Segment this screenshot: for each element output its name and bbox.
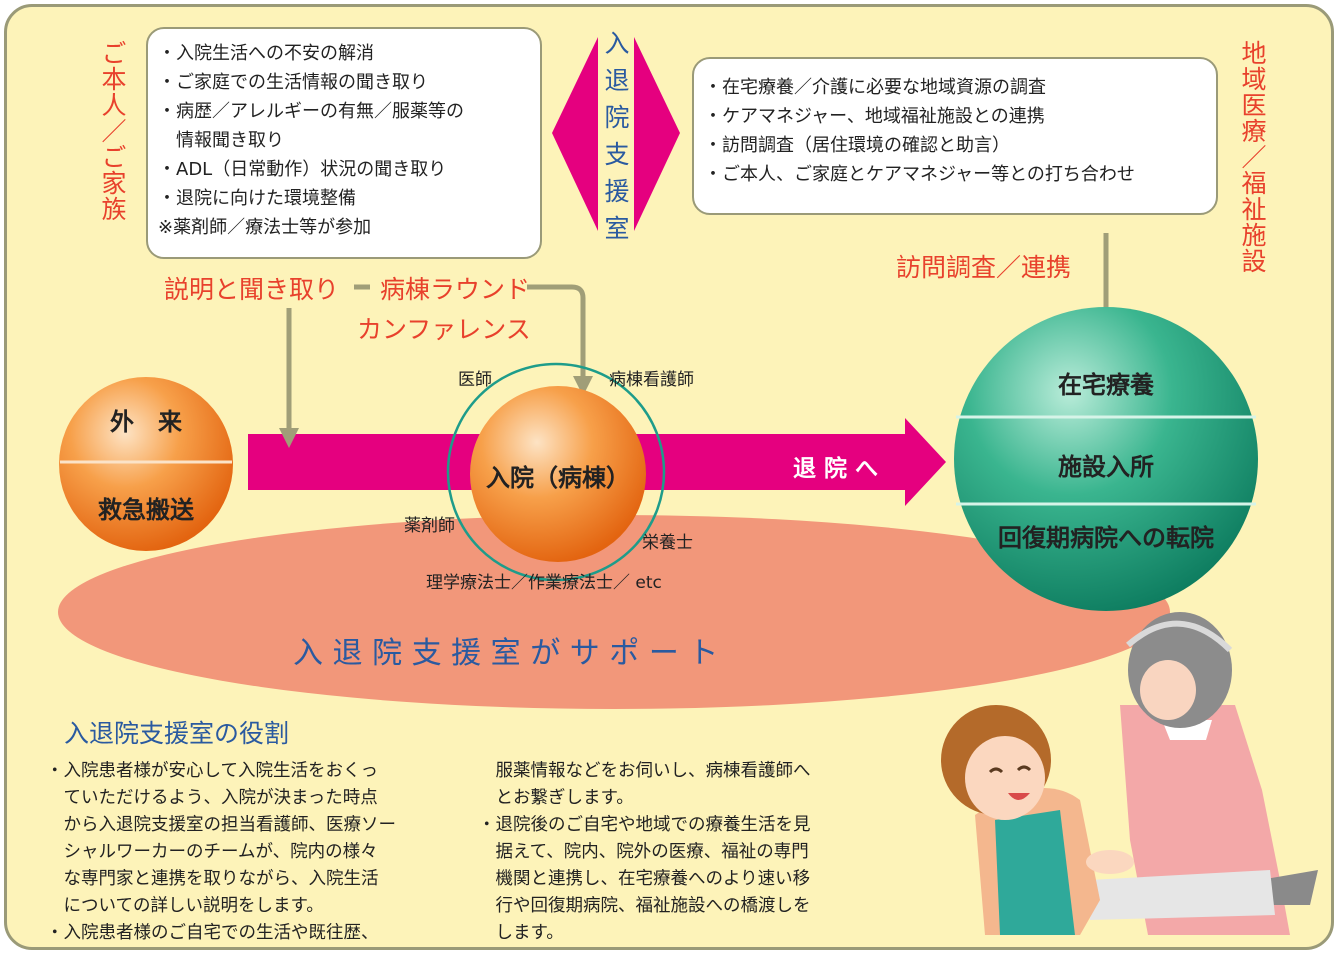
role-text-line: 機関と連携し、在宅療養へのより速い移	[478, 869, 811, 889]
roles-column-2: 服薬情報などをお伺いし、病棟看護師へ とお繋ぎします。・退院後のご自宅や地域での…	[478, 758, 811, 947]
outcome-rehab-hospital: 回復期病院への転院	[998, 524, 1214, 552]
ward-label: 入院（病棟）	[486, 464, 630, 492]
emergency-label: 救急搬送	[98, 496, 194, 524]
outpatient-label: 外 来	[110, 408, 182, 436]
support-ellipse	[58, 515, 1170, 709]
community-info-item: ・ケアマネジャー、地域福祉施設との連携	[704, 106, 1045, 127]
patient-info-item: ※薬剤師／療法士等が参加	[158, 217, 372, 238]
support-label: 入 退 院 支 援 室 が サ ポ ー ト	[293, 636, 719, 671]
explain-arrowhead	[279, 428, 299, 448]
pharmacist-label: 薬剤師	[404, 516, 455, 536]
right-arrowhead	[634, 37, 680, 231]
outcome-home-care: 在宅療養	[1058, 371, 1154, 399]
community-info-box: ・在宅療養／介護に必要な地域資源の調査・ケアマネジャー、地域福祉施設との連携・訪…	[692, 57, 1218, 215]
role-text-line: 行や回復期病院、福祉施設への橋渡しを	[478, 896, 811, 916]
nurse-and-patient-illustration	[941, 612, 1318, 935]
roles-heading: 入退院支援室の役割	[64, 719, 290, 748]
explain-label: 説明と聞き取り	[164, 275, 340, 304]
staff-orbit	[446, 362, 666, 582]
patient-info-item: ・病歴／アレルギーの有無／服薬等の	[158, 101, 464, 122]
patient-info-item: ・入院生活への不安の解消	[158, 43, 374, 64]
left-side-label: ご本人／ご家族	[98, 40, 127, 222]
role-text-line: についての詳しい説明をします。	[46, 896, 324, 916]
patient-info-box: ・入院生活への不安の解消・ご家庭での生活情報の聞き取り・病歴／アレルギーの有無／…	[146, 27, 542, 259]
role-text-line: とお繋ぎします。	[478, 788, 634, 808]
center-label: 入退院支援室	[601, 30, 630, 252]
patient-info-list: ・入院生活への不安の解消・ご家庭での生活情報の聞き取り・病歴／アレルギーの有無／…	[158, 39, 540, 242]
patient-info-item: 情報聞き取り	[158, 130, 284, 151]
role-text-line: します。	[478, 923, 564, 943]
role-text-line: な専門家と連携を取りながら、入院生活	[46, 869, 379, 889]
community-info-item: ・ご本人、ご家庭とケアマネジャー等との打ち合わせ	[704, 164, 1135, 185]
right-side-label: 地域医療／福祉施設	[1238, 40, 1267, 274]
visit-label: 訪問調査／連携	[896, 253, 1072, 282]
outcomes-sphere	[954, 307, 1258, 611]
community-info-item: ・訪問調査（居住環境の確認と助言）	[704, 135, 1010, 156]
role-text-line: ・入院患者様のご自宅での生活や既往歴、	[46, 923, 379, 943]
community-info-list: ・在宅療養／介護に必要な地域資源の調査・ケアマネジャー、地域福祉施設との連携・訪…	[704, 73, 1216, 189]
outpatient-sphere	[59, 377, 233, 551]
role-text-line: 服薬情報などをお伺いし、病棟看護師へ	[478, 761, 811, 781]
ward-nurse-label: 病棟看護師	[609, 370, 694, 390]
doctor-label: 医師	[458, 370, 492, 390]
conference-label: カンファレンス	[357, 315, 531, 344]
dietitian-label: 栄養士	[642, 533, 693, 553]
role-text-line: から入退院支援室の担当看護師、医療ソー	[46, 815, 396, 835]
outcome-facility: 施設入所	[1058, 453, 1154, 481]
therapists-label: 理学療法士／作業療法士／ etc	[426, 573, 662, 593]
community-info-item: ・在宅療養／介護に必要な地域資源の調査	[704, 77, 1046, 98]
role-text-line: ・入院患者様が安心して入院生活をおくっ	[46, 761, 378, 781]
patient-info-item: ・退院に向けた環境整備	[158, 188, 356, 209]
role-text-line: ・退院後のご自宅や地域での療養生活を見	[478, 815, 811, 835]
roles-column-1: ・入院患者様が安心して入院生活をおくっ ていただけるよう、入院が決まった時点 か…	[46, 758, 396, 947]
left-arrowhead	[552, 37, 598, 231]
role-text-line: 据えて、院内、院外の医療、福祉の専門	[478, 842, 809, 862]
patient-info-item: ・ご家庭での生活情報の聞き取り	[158, 72, 428, 93]
ward-round-label: 病棟ラウンド	[380, 275, 531, 304]
round-arrowhead	[573, 376, 593, 396]
ward-sphere	[470, 386, 646, 562]
discharge-label: 退 院 へ	[793, 456, 879, 482]
role-text-line: ていただけるよう、入院が決まった時点	[46, 788, 378, 808]
role-text-line: シャルワーカーのチームが、院内の様々	[46, 842, 378, 862]
patient-info-item: ・ADL（日常動作）状況の聞き取り	[158, 159, 447, 180]
